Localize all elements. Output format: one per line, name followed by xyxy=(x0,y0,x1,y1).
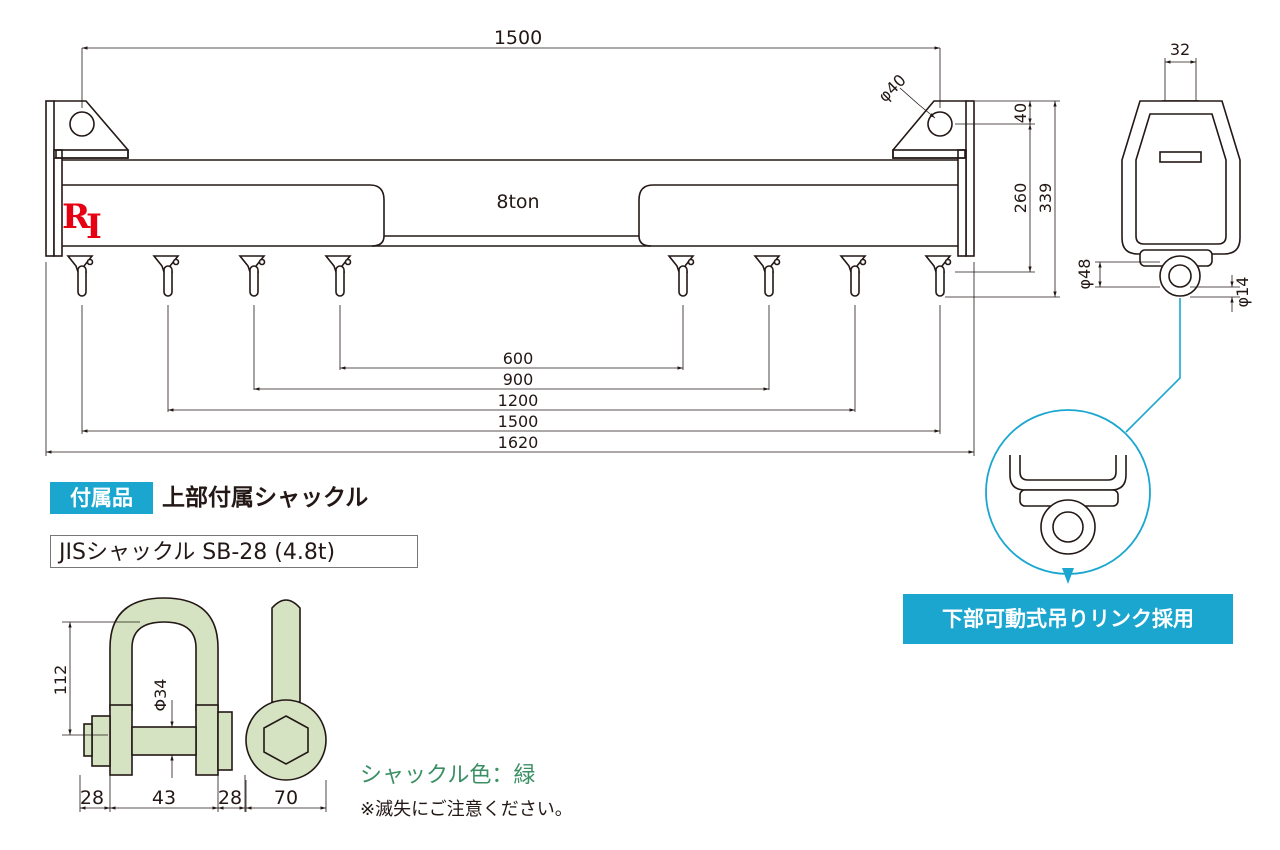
beam-capacity: 8ton xyxy=(496,191,539,213)
dim-hole-dia: φ40 xyxy=(874,70,909,105)
hook xyxy=(238,255,266,297)
lifting-beam xyxy=(45,100,975,257)
shackle-dim-eye-width: 70 xyxy=(274,787,298,809)
accessory-title: 上部付属シャックル xyxy=(162,485,369,511)
dim-pitch-600: 600 xyxy=(503,349,534,368)
svg-text:I: I xyxy=(86,207,102,247)
dim-link-dia: φ48 xyxy=(1075,259,1094,290)
hook xyxy=(753,255,781,297)
shackle-dim-side-a: 28 xyxy=(80,787,104,809)
hook xyxy=(839,255,867,297)
hook xyxy=(324,255,352,297)
hook-row xyxy=(66,255,952,297)
detail-callout xyxy=(985,298,1181,584)
dim-pitch-1200: 1200 xyxy=(498,391,539,410)
dim-pitch-900: 900 xyxy=(503,370,534,389)
dim-beam-height: 260 xyxy=(1011,183,1030,214)
dimension-lines xyxy=(45,46,1060,456)
shackle-color-label: シャックル色：緑 xyxy=(360,763,536,788)
dim-pitch-1620: 1620 xyxy=(498,433,539,452)
shackle-model-box: JISシャックル SB-28 (4.8t) xyxy=(50,535,418,568)
dim-pin-dia: φ14 xyxy=(1233,277,1252,308)
loss-note: ※滅失にご注意ください。 xyxy=(360,799,573,820)
dim-end-width: 32 xyxy=(1170,40,1190,59)
hook xyxy=(667,255,695,297)
dim-overall-height: 339 xyxy=(1036,183,1055,214)
shackle-dim-height: 112 xyxy=(51,665,70,696)
side-view xyxy=(1121,58,1241,297)
hook xyxy=(924,255,952,297)
shackle-front-view xyxy=(83,597,233,778)
hook xyxy=(66,255,94,297)
hook xyxy=(152,255,180,297)
movable-link-banner: 下部可動式吊りリンク採用 xyxy=(903,594,1233,644)
accessory-badge: 付属品 xyxy=(50,482,153,514)
shackle-dim-pin: Φ34 xyxy=(151,679,170,712)
dim-pitch-1500: 1500 xyxy=(498,412,539,431)
shackle-dim-side-b: 28 xyxy=(218,787,242,809)
shackle-dim-inner: 43 xyxy=(152,787,176,809)
beam-logo: R xyxy=(62,197,91,237)
shackle-side-view xyxy=(245,599,327,781)
dim-top-pitch: 1500 xyxy=(494,27,542,49)
dim-lug-height: 40 xyxy=(1011,103,1030,123)
